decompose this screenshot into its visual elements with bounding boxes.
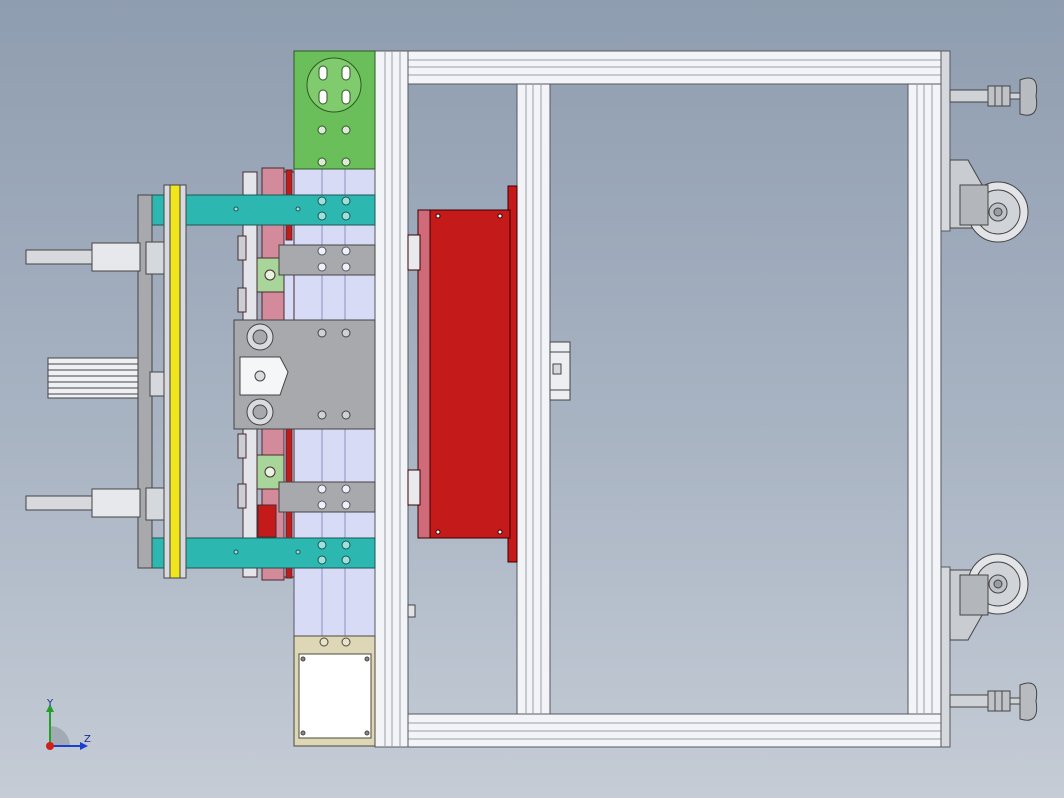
coordinate-triad-icon	[46, 704, 88, 750]
triad-z-label: Z	[84, 734, 91, 745]
guide-rod-bottom[interactable]	[25, 488, 141, 518]
caster-wheel-bottom[interactable]	[949, 553, 1029, 641]
frame-bolt	[407, 604, 416, 618]
triad-y-label: Y	[47, 698, 54, 709]
coordinate-triad: Y Z	[38, 698, 108, 758]
leveling-foot-top[interactable]	[949, 77, 1038, 116]
frame-end-plate-top	[940, 50, 951, 232]
red-mold-block[interactable]	[407, 185, 518, 563]
center-clamp-plate[interactable]	[233, 319, 376, 430]
caster-wheel-top[interactable]	[949, 159, 1029, 243]
bottom-mount-block[interactable]	[293, 635, 376, 747]
guide-rod-top[interactable]	[25, 242, 141, 272]
green-motor-mount[interactable]	[293, 50, 376, 170]
plate-holes	[317, 246, 351, 510]
small-cylinder[interactable]	[549, 341, 571, 401]
yellow-guide-strip[interactable]	[163, 184, 187, 579]
frame-end-plate-bottom	[940, 566, 951, 748]
aluminum-frame[interactable]	[374, 50, 951, 748]
leveling-foot-bottom[interactable]	[949, 682, 1038, 721]
finned-cylinder[interactable]	[47, 357, 139, 399]
gray-brackets[interactable]	[278, 244, 376, 513]
vertical-back-plate[interactable]	[137, 194, 165, 569]
